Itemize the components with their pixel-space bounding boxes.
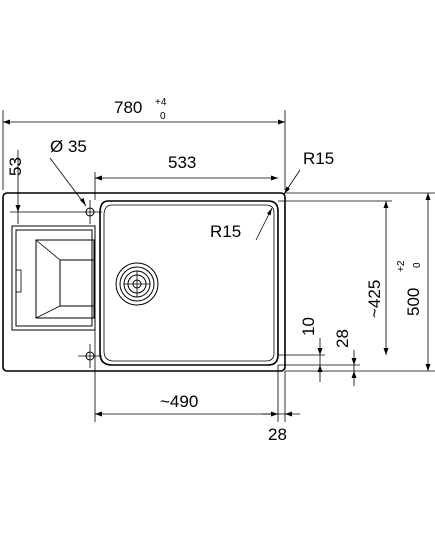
- dim-bowl-width: 533: [94, 153, 278, 200]
- dim-extension-lines-right: [278, 192, 435, 372]
- bowl-depth-value: ~425: [365, 280, 384, 318]
- dim-overall-depth: 500 +2 0: [396, 193, 431, 371]
- bowl-outline: [99, 200, 279, 366]
- drainer-width-value: ~490: [160, 392, 198, 411]
- dim-tap-hole: Ø 35: [49, 137, 87, 207]
- overall-depth-tol-lower: 0: [412, 262, 423, 268]
- sink-outline: [2, 192, 286, 372]
- dim-bowl-depth: ~425: [365, 201, 389, 355]
- dim-tap-offset: 53: [6, 150, 78, 224]
- tap-hole-marker-top: [78, 200, 102, 224]
- dim-rim-10: 10: [299, 317, 323, 382]
- overall-depth-value: 500: [404, 288, 423, 316]
- tap-offset-value: 53: [6, 157, 25, 176]
- rim-28-bottom-value: 28: [268, 425, 287, 444]
- dim-rim-28-bottom: 28: [262, 411, 300, 444]
- drain-icon: [115, 262, 159, 306]
- overall-depth-tol-upper: +2: [396, 260, 407, 272]
- dim-corner-radius-outer: R15: [283, 149, 334, 195]
- dim-corner-radius-bowl: R15: [210, 207, 273, 241]
- overall-width-tol-lower: 0: [160, 111, 166, 122]
- drainer-area: [11, 225, 96, 331]
- dim-overall-width: 780 +4 0: [2, 97, 286, 190]
- rim-28-right-value: 28: [333, 329, 352, 348]
- tap-hole-marker-bottom: [78, 344, 102, 368]
- bowl-width-value: 533: [168, 153, 196, 172]
- dim-drainer-width: ~490: [94, 330, 286, 422]
- corner-radius-bowl-value: R15: [210, 222, 241, 241]
- corner-radius-outer-value: R15: [303, 149, 334, 168]
- dim-rim-28-right: 28: [333, 329, 357, 386]
- overall-width-value: 780: [114, 98, 142, 117]
- tap-hole-dia-value: Ø 35: [50, 137, 87, 156]
- rim-10-value: 10: [299, 317, 318, 336]
- overall-width-tol-upper: +4: [155, 97, 167, 108]
